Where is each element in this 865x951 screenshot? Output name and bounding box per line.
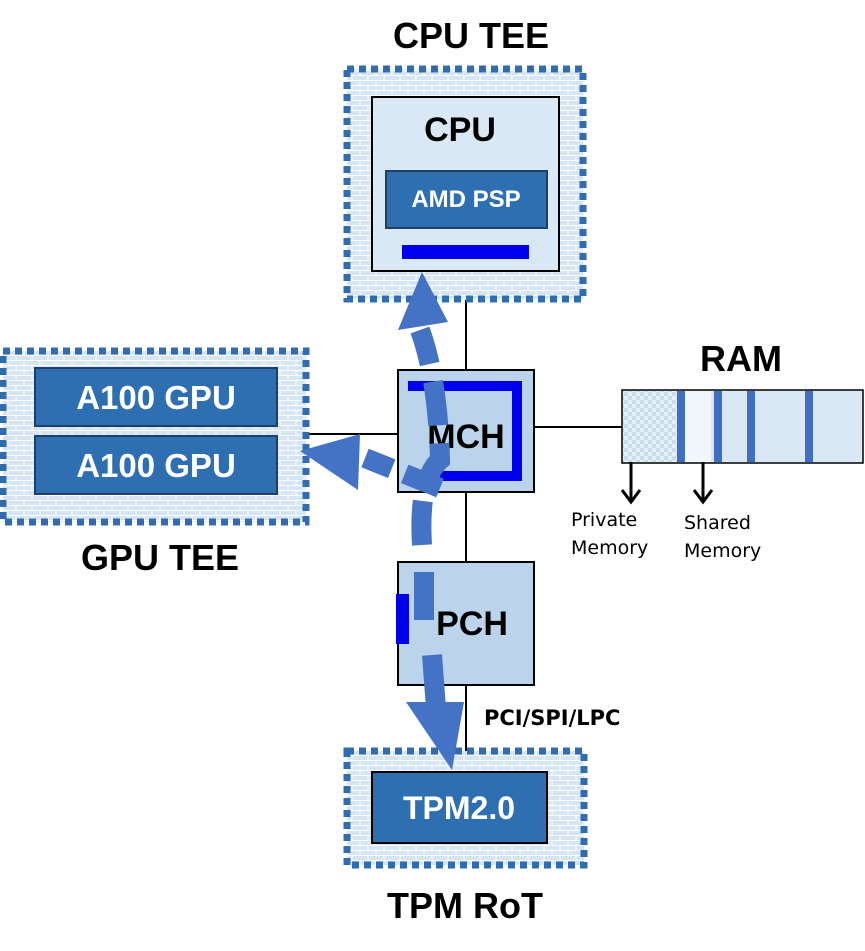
private-memory-label-line1: Private bbox=[571, 509, 637, 531]
ram-page-divider-2 bbox=[714, 391, 722, 462]
amd-psp-box[interactable] bbox=[385, 170, 548, 229]
shared-memory-label-line1: Shared bbox=[684, 512, 751, 534]
cpu-tee-zone: CPU TEE CPU AMD PSP bbox=[343, 15, 587, 303]
tpm-box[interactable] bbox=[371, 771, 548, 844]
gpu-label-1: A100 GPU bbox=[76, 379, 236, 416]
bus-lines bbox=[308, 300, 622, 752]
gpu-box-2[interactable] bbox=[34, 435, 278, 495]
gpu-label-2: A100 GPU bbox=[76, 447, 236, 484]
flow-arrowhead-cpu-icon bbox=[398, 272, 448, 330]
cpu-label: CPU bbox=[424, 111, 496, 149]
gpu-tee-title: GPU TEE bbox=[81, 537, 239, 578]
gpu-tee-zone: A100 GPU A100 GPU GPU TEE bbox=[0, 347, 310, 578]
pch-hub: PCH bbox=[396, 561, 535, 686]
tpm-rot-title: TPM RoT bbox=[387, 885, 543, 926]
ram-page-divider-1 bbox=[677, 391, 685, 462]
pch-secure-bar bbox=[396, 594, 409, 644]
shared-memory-label-line2: Memory bbox=[684, 540, 761, 562]
private-memory-pointer-icon bbox=[620, 462, 642, 505]
ram-shared-region bbox=[685, 391, 711, 462]
ram-module: RAM Private Memory Shared Memory bbox=[571, 338, 864, 562]
flow-arrowhead-tpm-icon bbox=[406, 702, 464, 770]
tpm-label: TPM2.0 bbox=[403, 790, 515, 826]
bus-label: PCI/SPI/LPC bbox=[484, 706, 620, 730]
tpm-rot-zone: PCI/SPI/LPC TPM2.0 TPM RoT bbox=[343, 706, 620, 926]
pch-label: PCH bbox=[436, 605, 508, 643]
attestation-flow-arrows bbox=[300, 272, 464, 770]
gpu-box-1[interactable] bbox=[34, 367, 278, 427]
flow-path-to-cpu bbox=[410, 326, 451, 546]
ram-page-divider-3 bbox=[747, 391, 755, 462]
private-memory-label-line2: Memory bbox=[571, 537, 648, 559]
ram-private-region bbox=[623, 391, 677, 462]
flow-arrowhead-gpu-icon bbox=[300, 434, 360, 490]
ram-title: RAM bbox=[700, 338, 782, 379]
flow-path-to-tpm bbox=[414, 572, 446, 709]
cpu-tee-title: CPU TEE bbox=[393, 15, 549, 56]
flow-path-to-gpu bbox=[361, 448, 444, 498]
ram-page-divider-4 bbox=[805, 391, 813, 462]
cpu-secure-bar bbox=[402, 245, 529, 259]
amd-psp-label: AMD PSP bbox=[411, 186, 520, 213]
shared-memory-pointer-icon bbox=[692, 462, 714, 505]
